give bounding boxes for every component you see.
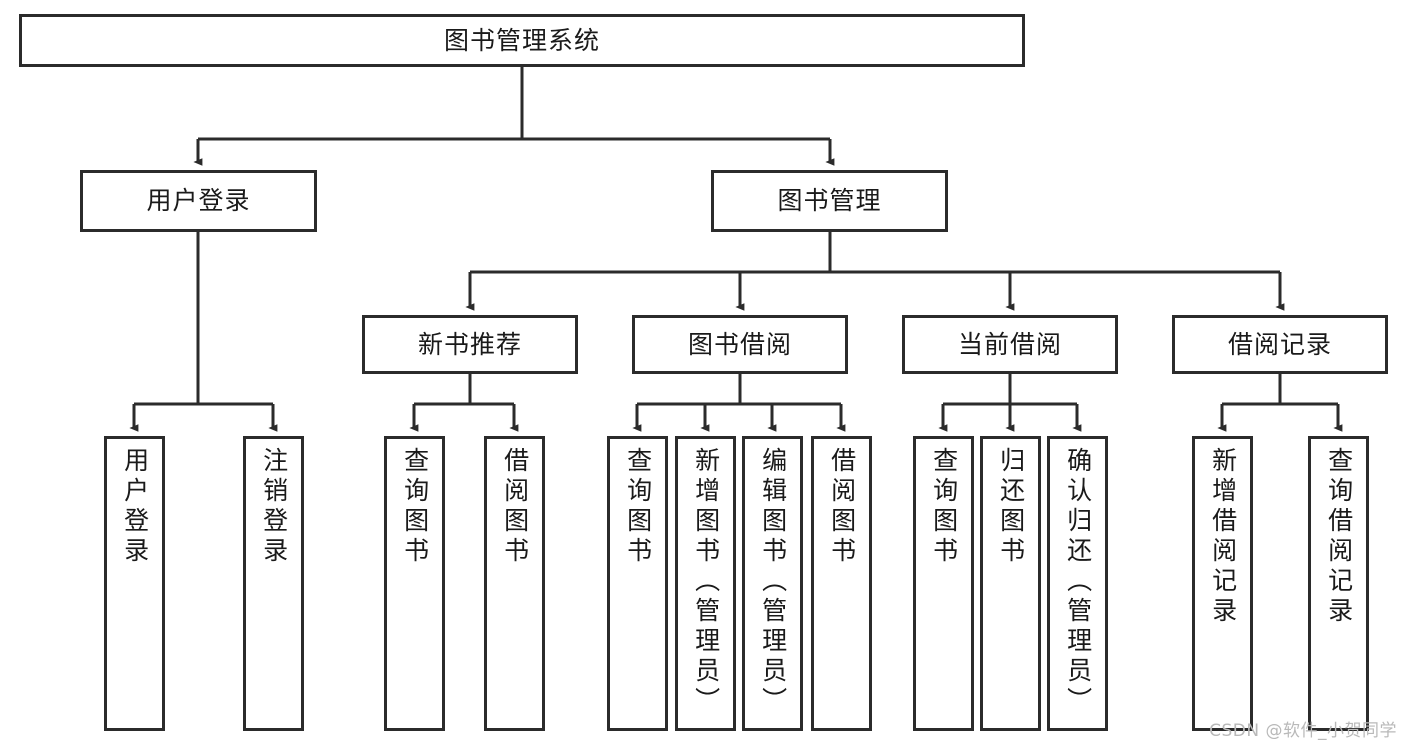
watermark-text: CSDN @软件_小贺同学 xyxy=(1209,721,1397,741)
node-book-borrow[interactable]: 图书借阅 xyxy=(632,315,848,374)
node-label: 图书管理 xyxy=(777,186,882,216)
node-label: 图书管理系统 xyxy=(443,25,600,55)
node-leaf-add-record[interactable]: 新增借阅记录 xyxy=(1192,436,1253,731)
node-label: 查询图书 xyxy=(400,447,430,567)
node-label: 新书推荐 xyxy=(417,329,522,359)
node-leaf-confirm-return[interactable]: 确认归还（管理员） xyxy=(1047,436,1108,731)
node-label: 当前借阅 xyxy=(957,329,1062,359)
node-label: 用户登录 xyxy=(120,447,150,567)
node-label: 归还图书 xyxy=(996,447,1026,567)
node-label: 查询图书 xyxy=(623,447,653,567)
node-label: 图书借阅 xyxy=(687,329,792,359)
node-leaf-query-record[interactable]: 查询借阅记录 xyxy=(1308,436,1369,731)
node-leaf-add-book[interactable]: 新增图书（管理员） xyxy=(675,436,736,731)
node-label: 新增借阅记录 xyxy=(1208,447,1238,627)
node-leaf-query-book-3[interactable]: 查询图书 xyxy=(913,436,974,731)
node-leaf-user-login[interactable]: 用户登录 xyxy=(104,436,165,731)
node-leaf-edit-book[interactable]: 编辑图书（管理员） xyxy=(742,436,803,731)
node-label: 编辑图书（管理员） xyxy=(758,447,788,717)
node-user-login[interactable]: 用户登录 xyxy=(80,170,317,232)
node-label: 查询图书 xyxy=(929,447,959,567)
node-label: 借阅图书 xyxy=(500,447,530,567)
node-root-system[interactable]: 图书管理系统 xyxy=(19,14,1025,67)
node-new-book-recommend[interactable]: 新书推荐 xyxy=(362,315,578,374)
node-label: 确认归还（管理员） xyxy=(1063,447,1093,717)
node-leaf-borrow-book-1[interactable]: 借阅图书 xyxy=(484,436,545,731)
node-leaf-borrow-book-2[interactable]: 借阅图书 xyxy=(811,436,872,731)
node-label: 用户登录 xyxy=(146,186,251,216)
node-label: 借阅记录 xyxy=(1227,329,1332,359)
node-book-manage[interactable]: 图书管理 xyxy=(711,170,948,232)
node-current-borrow[interactable]: 当前借阅 xyxy=(902,315,1118,374)
node-borrow-record[interactable]: 借阅记录 xyxy=(1172,315,1388,374)
node-label: 借阅图书 xyxy=(827,447,857,567)
node-label: 新增图书（管理员） xyxy=(691,447,721,717)
node-label: 查询借阅记录 xyxy=(1324,447,1354,627)
node-label: 注销登录 xyxy=(259,447,289,567)
node-leaf-return-book[interactable]: 归还图书 xyxy=(980,436,1041,731)
node-leaf-logout-login[interactable]: 注销登录 xyxy=(243,436,304,731)
node-leaf-query-book-1[interactable]: 查询图书 xyxy=(384,436,445,731)
node-leaf-query-book-2[interactable]: 查询图书 xyxy=(607,436,668,731)
